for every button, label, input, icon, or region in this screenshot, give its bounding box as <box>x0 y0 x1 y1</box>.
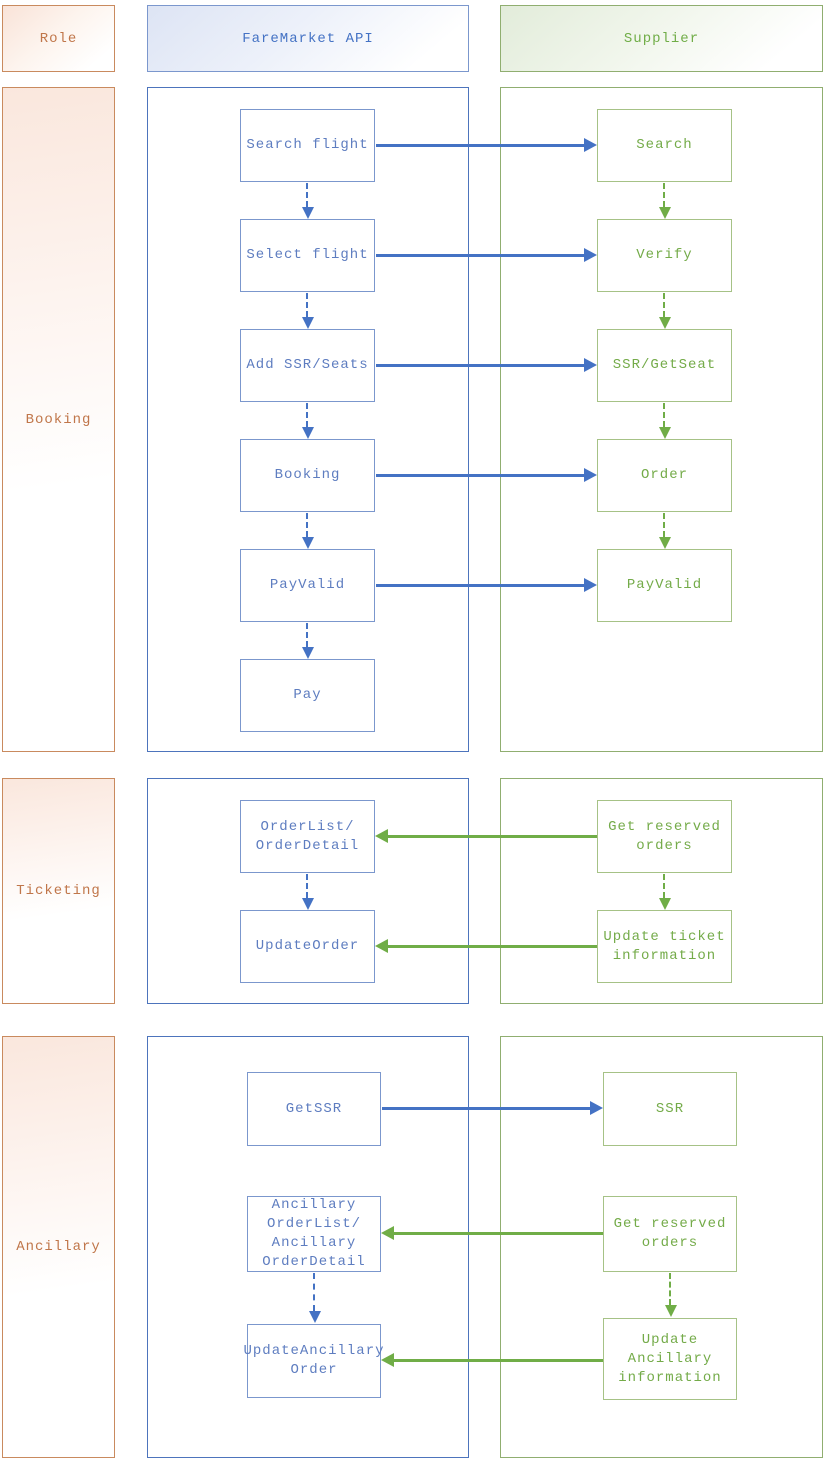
arrow-down-order <box>659 513 671 549</box>
arrow-down-orderlist <box>302 874 314 910</box>
role-ticketing-label: Ticketing <box>16 883 101 899</box>
node-updateancillary-order-label: UpdateAncillary Order <box>243 1343 385 1378</box>
node-update-ancillary-information: Update Ancillary information <box>603 1318 737 1400</box>
node-add-ssr-seats-label: Add SSR/Seats <box>246 357 369 373</box>
node-ancillary-orderlist-orderdetail-label: Ancillary OrderList/ Ancillary OrderDeta… <box>262 1197 366 1270</box>
arrow-down-get-reserved-orders <box>659 874 671 910</box>
arrow-down-ancillary-orderlist <box>309 1273 321 1323</box>
node-ancillary-orderlist-orderdetail: Ancillary OrderList/ Ancillary OrderDeta… <box>247 1196 381 1272</box>
arrow-getssr-to-ssr <box>382 1101 603 1115</box>
node-get-reserved-orders-ancillary-label: Get reserved orders <box>613 1216 727 1251</box>
node-search-flight-label: Search flight <box>246 137 369 153</box>
node-payvalid-label: PayValid <box>269 577 346 593</box>
node-update-ancillary-information-label: Update Ancillary information <box>618 1331 722 1386</box>
arrow-update-ancillary-info-to-updateancillary-order <box>381 1353 603 1367</box>
node-supplier-search-label: Search <box>636 137 693 153</box>
node-supplier-ssr: SSR <box>603 1072 737 1146</box>
header-api-label: FareMarket API <box>242 30 374 47</box>
node-select-flight-label: Select flight <box>246 247 369 263</box>
arrow-get-reserved-orders-to-ancillary-orderlist <box>381 1226 603 1240</box>
header-role-box: Role <box>2 5 115 72</box>
node-getssr-label: GetSSR <box>285 1100 343 1117</box>
node-get-reserved-orders-label: Get reserved orders <box>608 818 721 854</box>
node-pay-label: Pay <box>293 687 322 703</box>
node-payvalid: PayValid <box>240 549 375 622</box>
arrow-down-ssr-getseat <box>659 403 671 439</box>
node-get-reserved-orders: Get reserved orders <box>597 800 732 873</box>
node-supplier-payvalid-label: PayValid <box>626 577 703 593</box>
node-supplier-verify-label: Verify <box>636 247 693 263</box>
node-supplier-order: Order <box>597 439 732 512</box>
node-search-flight: Search flight <box>240 109 375 182</box>
node-supplier-ssr-label: SSR <box>655 1100 685 1117</box>
arrow-search-flight-to-search <box>376 138 597 152</box>
arrow-down-select-flight <box>302 293 314 329</box>
header-supplier-label: Supplier <box>623 30 700 47</box>
arrow-down-search-flight <box>302 183 314 219</box>
node-select-flight: Select flight <box>240 219 375 292</box>
node-pay: Pay <box>240 659 375 732</box>
role-booking-label: Booking <box>25 411 92 428</box>
node-update-ticket-information: Update ticket information <box>597 910 732 983</box>
role-ancillary-label: Ancillary <box>16 1239 101 1255</box>
node-updateorder-label: UpdateOrder <box>255 938 360 954</box>
arrow-down-get-reserved-orders-ancillary <box>665 1273 677 1317</box>
node-supplier-order-label: Order <box>640 467 688 483</box>
node-add-ssr-seats: Add SSR/Seats <box>240 329 375 402</box>
arrow-payvalid-to-payvalid <box>376 578 597 592</box>
arrow-down-add-ssr-seats <box>302 403 314 439</box>
arrow-down-booking <box>302 513 314 549</box>
header-api-box: FareMarket API <box>147 5 469 72</box>
node-orderlist-orderdetail: OrderList/ OrderDetail <box>240 800 375 873</box>
node-supplier-ssr-getseat-label: SSR/GetSeat <box>612 357 717 373</box>
arrow-get-reserved-orders-to-orderlist <box>375 829 597 843</box>
role-ticketing-box: Ticketing <box>2 778 115 1004</box>
arrow-add-ssr-seats-to-ssr-getseat <box>376 358 597 372</box>
header-role-label: Role <box>39 30 78 47</box>
arrow-down-verify <box>659 293 671 329</box>
role-booking-box: Booking <box>2 87 115 752</box>
node-supplier-search: Search <box>597 109 732 182</box>
node-updateorder: UpdateOrder <box>240 910 375 983</box>
booking-api-lane <box>147 87 469 752</box>
role-ancillary-box: Ancillary <box>2 1036 115 1458</box>
arrow-booking-to-order <box>376 468 597 482</box>
node-supplier-ssr-getseat: SSR/GetSeat <box>597 329 732 402</box>
node-orderlist-orderdetail-label: OrderList/ OrderDetail <box>255 818 360 854</box>
node-get-reserved-orders-ancillary: Get reserved orders <box>603 1196 737 1272</box>
node-updateancillary-order: UpdateAncillary Order <box>243 1324 384 1398</box>
node-supplier-verify: Verify <box>597 219 732 292</box>
node-booking-label: Booking <box>274 467 341 483</box>
arrow-update-ticket-info-to-updateorder <box>375 939 597 953</box>
arrow-select-flight-to-verify <box>376 248 597 262</box>
arrow-down-search <box>659 183 671 219</box>
node-booking: Booking <box>240 439 375 512</box>
booking-supplier-lane <box>500 87 823 752</box>
node-getssr: GetSSR <box>247 1072 381 1146</box>
node-update-ticket-information-label: Update ticket information <box>603 928 726 964</box>
node-supplier-payvalid: PayValid <box>597 549 732 622</box>
header-supplier-box: Supplier <box>500 5 823 72</box>
arrow-down-payvalid <box>302 623 314 659</box>
